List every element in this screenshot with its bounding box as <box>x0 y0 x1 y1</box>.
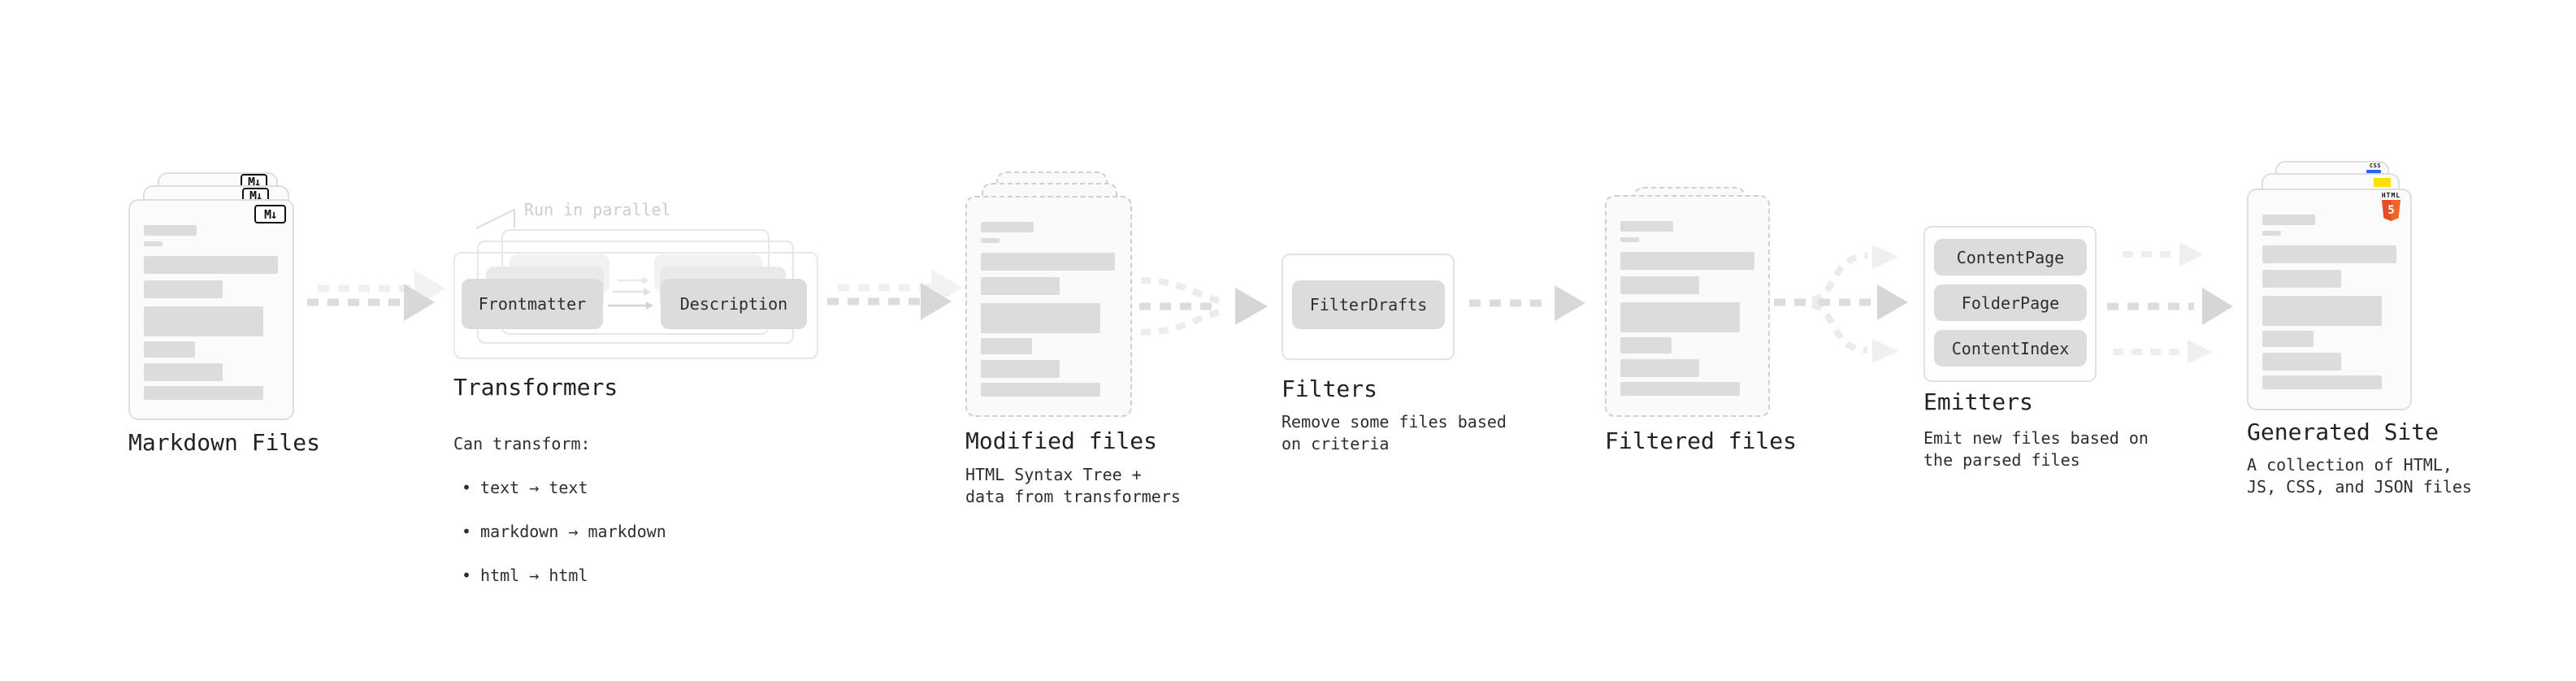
arrow-transformers-to-modified <box>827 269 962 320</box>
modified-file-card <box>965 196 1132 417</box>
bullet-html: html → html <box>453 565 666 587</box>
placeholder-line <box>2262 270 2341 288</box>
doc-placeholder-lines <box>2249 190 2410 409</box>
placeholder-line <box>144 256 278 274</box>
arrow-modified-to-filters-merge <box>1139 277 1268 336</box>
stage-title-transformers: Transformers <box>453 374 618 401</box>
markdown-icon: M↓ <box>254 205 286 223</box>
transformer-layer-front <box>453 252 818 359</box>
filters-note: Remove some files based on criteria <box>1281 412 1507 453</box>
placeholder-line <box>1620 237 1639 242</box>
stage-title-modified-files: Modified files <box>965 427 1158 454</box>
arrow-markdown-to-transformers <box>307 270 445 321</box>
placeholder-line <box>1620 276 1699 294</box>
filter-box-filterdrafts: FilterDrafts <box>1292 280 1445 329</box>
emitter-box-contentindex: ContentIndex <box>1934 330 2087 367</box>
placeholder-line <box>981 253 1115 271</box>
generated-site-note: A collection of HTML, JS, CSS, and JSON … <box>2247 455 2472 497</box>
placeholder-line <box>1620 359 1699 377</box>
placeholder-line <box>1620 302 1740 332</box>
arrow-filters-to-filtered <box>1469 285 1585 321</box>
transformers-note: Can transform: text → text markdown → ma… <box>453 411 666 609</box>
placeholder-line <box>1620 382 1740 396</box>
placeholder-line <box>981 238 1000 243</box>
placeholder-line <box>1620 252 1754 270</box>
css-icon: CSS <box>2366 163 2384 173</box>
stage-title-emitters: Emitters <box>1923 388 2033 415</box>
markdown-file-card <box>128 199 294 420</box>
placeholder-line <box>1620 221 1673 232</box>
placeholder-line <box>2262 215 2315 225</box>
css-icon-label: CSS <box>2369 163 2382 169</box>
placeholder-line <box>144 363 223 381</box>
doc-placeholder-lines <box>967 197 1130 415</box>
html5-icon: HTML 5 <box>2380 192 2402 221</box>
arrow-emitters-to-site-parallel <box>2107 242 2233 364</box>
transformer-box-frontmatter: Frontmatter <box>462 279 603 329</box>
placeholder-line <box>981 338 1032 354</box>
run-in-parallel-leader <box>475 208 515 229</box>
placeholder-line <box>144 241 163 246</box>
filtered-file-card <box>1605 195 1770 417</box>
doc-placeholder-lines <box>130 201 293 419</box>
placeholder-line <box>144 225 197 236</box>
stage-title-filtered-files: Filtered files <box>1605 427 1798 454</box>
doc-placeholder-lines <box>1607 197 1768 415</box>
placeholder-line <box>981 303 1100 333</box>
site-file-card <box>2247 189 2412 410</box>
emitters-note: Emit new files based on the parsed files <box>1923 428 2149 470</box>
placeholder-line <box>144 386 263 400</box>
placeholder-line <box>981 383 1100 397</box>
modified-files-note: HTML Syntax Tree + data from transformer… <box>965 465 1181 506</box>
placeholder-line <box>2262 353 2341 371</box>
html5-icon-shield: 5 <box>2382 200 2400 221</box>
placeholder-line <box>981 277 1060 295</box>
placeholder-line <box>144 306 263 336</box>
placeholder-line <box>144 280 223 298</box>
placeholder-line <box>981 360 1060 378</box>
placeholder-line <box>2262 375 2382 389</box>
run-in-parallel-annotation: Run in parallel <box>524 200 671 219</box>
arrow-filtered-to-emitters-fanout <box>1774 245 1908 363</box>
transformer-box-description: Description <box>661 279 807 329</box>
placeholder-line <box>981 222 1034 232</box>
js-icon <box>2374 178 2391 187</box>
stage-title-filters: Filters <box>1281 375 1378 402</box>
html5-icon-label: HTML <box>2381 192 2401 199</box>
placeholder-line <box>1620 337 1672 354</box>
placeholder-line <box>144 341 195 358</box>
placeholder-line <box>2262 331 2314 347</box>
bullet-markdown: markdown → markdown <box>453 521 666 543</box>
bullet-text: text → text <box>453 477 666 499</box>
emitter-box-folderpage: FolderPage <box>1934 284 2087 321</box>
placeholder-line <box>2262 296 2382 326</box>
placeholder-line <box>2262 245 2396 263</box>
stage-title-generated-site: Generated Site <box>2247 419 2439 445</box>
css-icon-bar <box>2366 170 2381 173</box>
stage-title-markdown-files: Markdown Files <box>128 429 321 456</box>
placeholder-line <box>2262 231 2281 236</box>
note-heading: Can transform: <box>453 434 591 453</box>
emitter-box-contentpage: ContentPage <box>1934 239 2087 275</box>
transformer-step-arrows <box>608 276 653 310</box>
